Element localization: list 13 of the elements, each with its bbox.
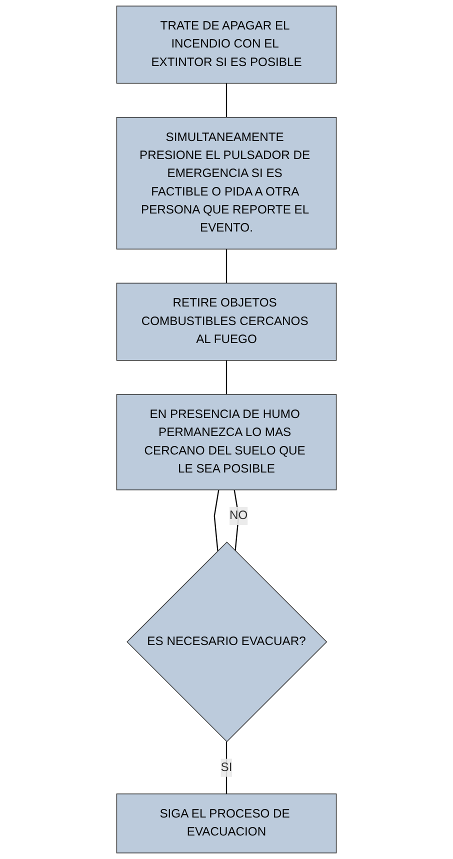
- node-box: RETIRE OBJETOS COMBUSTIBLES CERCANOS AL FUEGO: [116, 282, 337, 361]
- edge-label: SI: [220, 760, 232, 774]
- edge-label: NO: [230, 509, 248, 522]
- node-box: SIMULTANEAMENTE PRESIONE EL PULSADOR DE EMERGENCIA SI ES FACTIBLE O PIDA A OTRA PERSONA QUE REPORTE EL EVENTO.: [116, 116, 337, 250]
- node-box: EN PRESENCIA DE HUMO PERMANEZCA LO MAS CERCANO DEL SUELO QUE LE SEA POSIBLE: [116, 394, 337, 490]
- node-box: SIGA EL PROCESO DE EVACUACION: [116, 794, 337, 854]
- connector: [226, 83, 228, 118]
- node-box: TRATE DE APAGAR EL INCENDIO CON EL EXTINTOR SI ES POSIBLE: [116, 6, 337, 84]
- connector: [226, 360, 228, 394]
- connector: [234, 490, 240, 551]
- connector: [226, 249, 228, 284]
- node-diamond: ES NECESARIO EVACUAR?: [126, 542, 328, 742]
- connector: [214, 490, 220, 551]
